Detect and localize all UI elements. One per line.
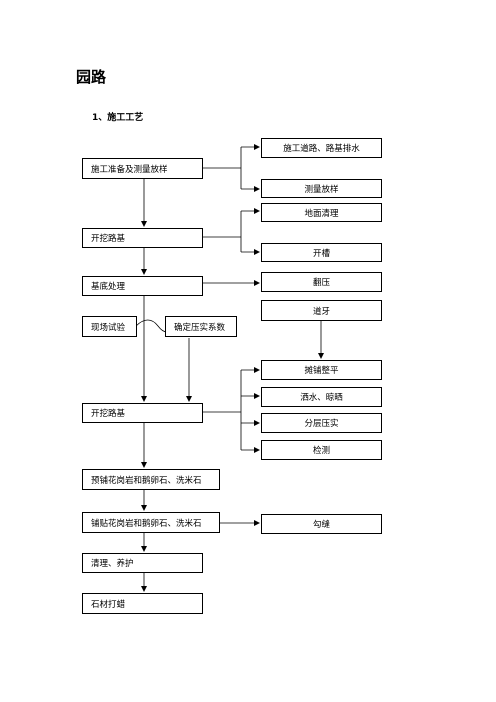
step-road-drainage: 施工道路、路基排水 [261, 138, 382, 158]
step-stone-wax: 石材打蜡 [82, 593, 203, 614]
step-lay-stone: 铺贴花岗岩和鹅卵石、洗米石 [82, 512, 220, 533]
step-trench: 开槽 [261, 243, 382, 262]
step-layer-compact: 分层压实 [261, 413, 382, 433]
step-turn-roll: 翻压 [261, 272, 382, 292]
step-field-trial: 现场试验 [82, 316, 137, 337]
step-spread-level: 摊铺整平 [261, 360, 382, 380]
step-prep: 施工准备及测量放样 [82, 158, 203, 179]
step-water-dry: 洒水、晾晒 [261, 387, 382, 407]
page-title: 园路 [76, 68, 107, 86]
step-excavate-1: 开挖路基 [82, 228, 203, 248]
step-base-treatment: 基底处理 [82, 276, 203, 296]
step-excavate-2: 开挖路基 [82, 403, 203, 423]
step-curb: 道牙 [261, 300, 382, 321]
step-clean-cure: 清理、养护 [82, 553, 203, 573]
step-ground-clear: 地面清理 [261, 203, 382, 222]
step-compaction-coef: 确定压实系数 [165, 316, 237, 337]
step-prelay-stone: 预铺花岗岩和鹅卵石、洗米石 [82, 469, 220, 490]
step-inspect: 检测 [261, 440, 382, 460]
step-joint: 勾缝 [261, 514, 382, 534]
section-subtitle: 1、施工工艺 [92, 113, 144, 123]
step-survey: 测量放样 [261, 179, 382, 198]
